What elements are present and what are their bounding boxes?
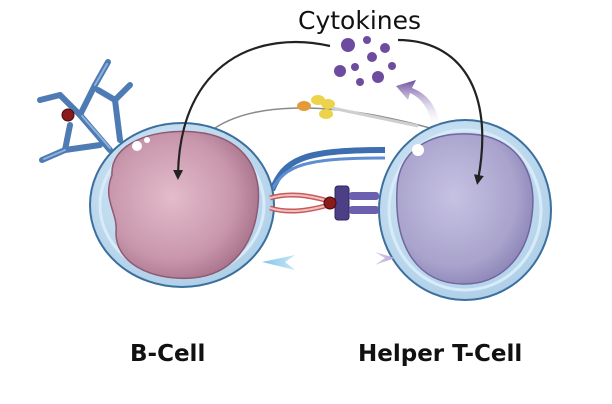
- b-cell: [37, 59, 275, 288]
- t-cell-highlight: [412, 144, 424, 156]
- t-cell-nucleus: [396, 133, 534, 285]
- b-cell-label: B-Cell: [130, 341, 206, 367]
- blue-return-arrow: [262, 255, 350, 270]
- b-cell-highlight: [132, 141, 142, 151]
- cytokine-release-arrow: [396, 80, 440, 128]
- surface-receptor-blue: [269, 147, 386, 192]
- lilac-forward-arrow: [320, 252, 395, 265]
- antibody-highlight: [43, 63, 111, 160]
- helper-t-cell: [378, 119, 552, 301]
- helper-t-cell-label: Helper T-Cell: [358, 341, 523, 367]
- signal-molecules: [297, 95, 419, 128]
- connector-line: [214, 107, 431, 129]
- cytokines-label: Cytokines: [298, 6, 422, 35]
- antibody-cluster: [37, 59, 133, 163]
- b-cell-nucleus: [107, 130, 260, 280]
- antigen-dot: [61, 108, 75, 122]
- mhc-tcr-interface: [269, 185, 379, 221]
- arrow-to-t-cell: [397, 38, 484, 185]
- cytokine-cluster: [334, 36, 396, 86]
- arrow-to-b-cell: [173, 40, 331, 180]
